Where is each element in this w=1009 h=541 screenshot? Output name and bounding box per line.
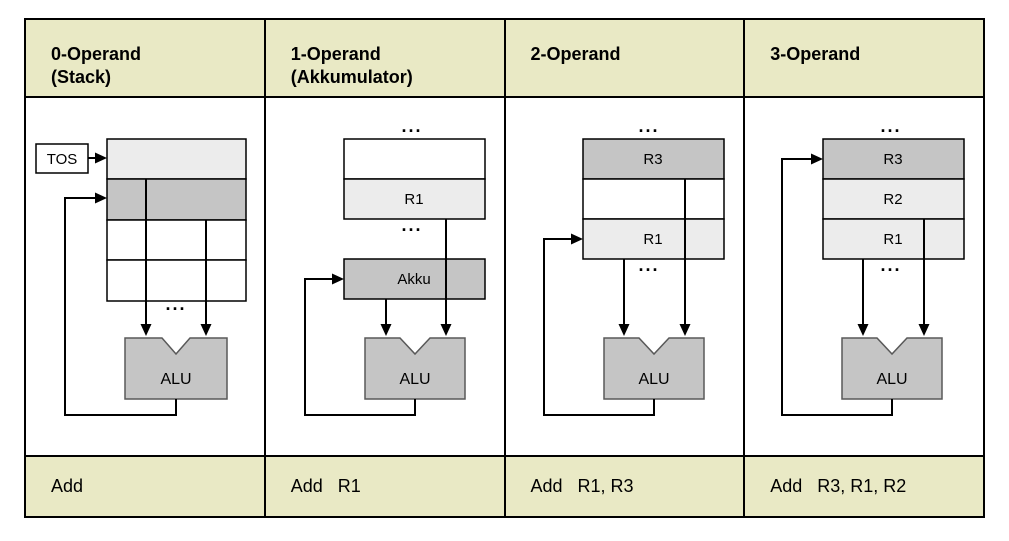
register-label-r3: R3 (643, 151, 662, 168)
result-feedback-line (64, 197, 177, 416)
arrow-down-icon (200, 324, 212, 336)
alu-label: ALU (877, 371, 908, 388)
arrow-right-icon (811, 153, 824, 165)
alu-shape (124, 337, 228, 400)
stack-cell-fourth (106, 259, 247, 302)
register-cell-empty (581, 178, 725, 220)
alu-shape (364, 337, 466, 400)
arrow-right-icon (95, 192, 107, 204)
alu-label: ALU (160, 371, 191, 388)
arrow-down-icon (618, 324, 629, 336)
operand-table: 0-Operand (Stack) TOS (24, 18, 985, 518)
stack-cell-top (106, 138, 247, 180)
stack-cell-third (106, 219, 247, 261)
stack-diagram: TOS ... ALU (26, 98, 264, 455)
ellipsis-label: ... (401, 116, 422, 136)
register-label-r1: R1 (404, 191, 423, 208)
instruction-cell: Add R1, R3 (505, 455, 744, 516)
column-header: 0-Operand (Stack) (26, 20, 264, 98)
tos-label: TOS (47, 151, 78, 168)
akku-label: Akku (397, 271, 430, 288)
alu-label: ALU (399, 371, 430, 388)
register-cell-empty (343, 138, 486, 180)
alu-shape (602, 337, 705, 400)
column-1-operand: 1-Operand (Akkumulator) ... R1 ... Akku (265, 20, 506, 516)
two-operand-diagram: ... R3 R1 ... ALU (505, 98, 744, 455)
instruction-cell: Add R3, R1, R2 (745, 455, 983, 516)
arrow-right-icon (570, 233, 583, 245)
result-feedback-line (303, 278, 416, 416)
arrow-down-icon (140, 324, 152, 336)
column-3-operand: 3-Operand ... R3 R2 R1 ... (745, 20, 983, 516)
result-feedback-line (542, 238, 655, 416)
ellipsis-label: ... (881, 255, 902, 275)
two-operand-diagram-svg: ... R3 R1 ... ALU (542, 116, 725, 416)
arrow-down-icon (679, 324, 690, 336)
ellipsis-label: ... (401, 215, 422, 235)
register-label-r1: R1 (884, 231, 903, 248)
arrow-down-icon (857, 324, 869, 336)
stack-cell-second (106, 178, 247, 221)
register-cell-r1 (822, 218, 965, 260)
arrow-right-icon (331, 273, 344, 285)
register-cell-r1 (581, 218, 725, 260)
result-feedback-line (781, 158, 894, 416)
column-header: 1-Operand (Akkumulator) (265, 20, 504, 98)
instruction-cell: Add R1 (265, 455, 504, 516)
column-0-operand: 0-Operand (Stack) TOS (26, 20, 266, 516)
akku-diagram-svg: ... R1 ... Akku ALU (303, 116, 486, 416)
alu-label: ALU (638, 371, 669, 388)
register-label-r3: R3 (884, 151, 903, 168)
register-label-r1: R1 (643, 231, 662, 248)
alu-shape (841, 337, 943, 400)
column-header: 2-Operand (505, 20, 744, 98)
column-2-operand: 2-Operand ... R3 R1 ... (505, 20, 746, 516)
ellipsis-label: ... (638, 116, 659, 136)
instruction-cell: Add (26, 455, 264, 516)
three-operand-diagram: ... R3 R2 R1 ... ALU (745, 98, 983, 455)
column-header: 3-Operand (745, 20, 983, 98)
ellipsis-label: ... (638, 255, 659, 275)
arrow-down-icon (918, 324, 930, 336)
register-cell-r3 (581, 138, 725, 180)
register-cell-r3 (822, 138, 965, 180)
ellipsis-label: ... (165, 294, 186, 314)
register-label-r2: R2 (884, 191, 903, 208)
arrow-right-icon (95, 152, 107, 164)
akku-diagram: ... R1 ... Akku ALU (265, 98, 504, 455)
ellipsis-label: ... (881, 116, 902, 136)
stack-diagram-svg: TOS ... ALU (35, 138, 247, 416)
three-operand-diagram-svg: ... R3 R2 R1 ... ALU (781, 116, 965, 416)
arrow-down-icon (440, 324, 452, 336)
register-cell-r1 (343, 178, 486, 220)
arrow-down-icon (380, 324, 392, 336)
